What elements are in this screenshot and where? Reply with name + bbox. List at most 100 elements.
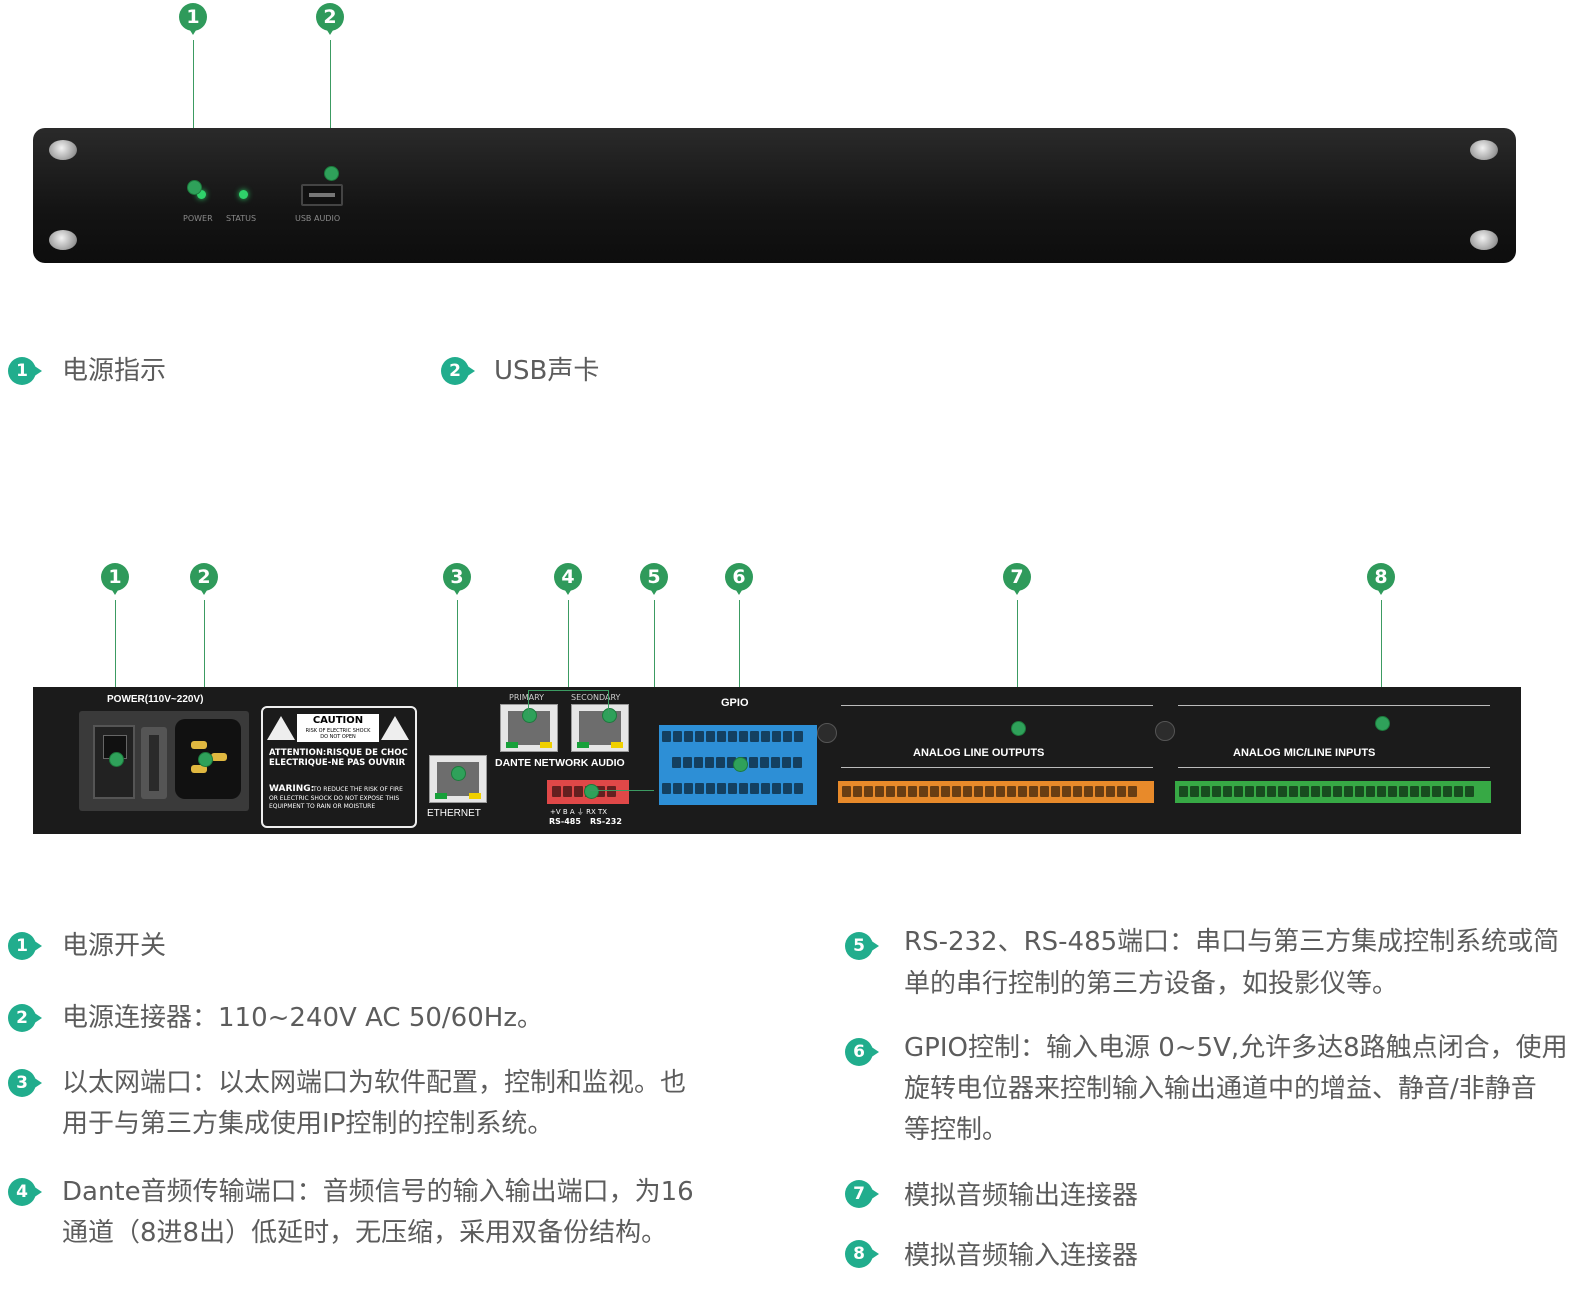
rear-legend-text-6-line-2: 旋转电位器来控制输入输出通道中的增益、静音/非静音 [904,1074,1537,1104]
rear-marker-4: 4 [554,563,582,595]
usb-audio-label: USB AUDIO [295,214,341,223]
rear-callout-dot-5 [584,784,599,799]
ethernet-label: ETHERNET [427,808,481,819]
power-module [79,711,249,811]
rear-legend-text-6-line-3: 等控制。 [904,1115,1009,1145]
exclamation-warning-icon [381,716,409,740]
rear-legend-text-3-line-1: 以太网端口：以太网端口为软件配置，控制和监视。也 [62,1068,687,1098]
front-callout-dot-2 [324,166,339,181]
caution-sub1: RISK OF ELECTRIC SHOCK [305,728,371,734]
output-channel-bracket-bottom [841,767,1153,778]
rear-leader-line-4 [568,600,569,690]
power-led [197,190,206,199]
front-legend-text-1: 电源指示 [62,356,167,386]
caution-sub2: DO NOT OPEN [320,734,356,740]
rear-marker-3: 3 [443,563,471,595]
rear-legend-badge-4: 4 [8,1178,46,1208]
usb-port[interactable] [301,184,343,206]
rear-legend-badge-6: 6 [845,1038,883,1068]
rear-marker-7: 7 [1003,563,1031,595]
attention-line-1: ATTENTION:RISQUE DE CHOC [269,748,408,758]
inputs-label: ANALOG MIC/LINE INPUTS [1233,747,1376,759]
rear-callout-dot-3 [451,766,466,781]
front-marker-1-number: 1 [179,3,207,31]
rear-legend-badge-7: 7 [845,1180,883,1210]
gpio-label: GPIO [721,697,749,709]
rear-panel: POWER(110V~220V) CAUTION RISK OF ELECTRI… [33,687,1521,834]
warning-line-3: EQUIPMENT TO RAIN OR MOISTURE [269,803,376,810]
dante-secondary-port[interactable] [571,704,629,752]
front-legend-badge-1: 1 [8,357,46,387]
screw-icon [1155,721,1175,741]
fuse-holder [141,727,167,799]
rear-legend-text-4-line-1: Dante音频传输端口：音频信号的输入输出端口，为16 [62,1177,694,1207]
front-leader-line-2 [330,40,331,172]
screw-icon [49,230,77,250]
rs232-label: RS-232 [590,817,622,826]
rear-legend-text-7: 模拟音频输出连接器 [904,1181,1139,1211]
warning-head: WARING: [269,784,315,794]
caution-title: CAUTION [312,715,364,726]
rear-marker-5: 5 [640,563,668,595]
rear-callout-dot-4a [522,708,537,723]
lightning-warning-icon [267,716,295,740]
outputs-label: ANALOG LINE OUTPUTS [913,747,1045,759]
power-label: POWER [183,214,213,223]
screw-icon [49,140,77,160]
output-channel-bracket-top [841,705,1153,716]
rear-callout-dot-8 [1375,716,1390,731]
rs485-label: RS-485 [549,817,581,826]
rear-marker-1: 1 [101,563,129,595]
rear-leader-line-6 [739,600,740,763]
attention-line-2: ELECTRIQUE-NE PAS OUVRIR [269,758,406,768]
rear-legend-badge-8: 8 [845,1240,883,1270]
warning-line-2: OR ELECTRIC SHOCK DO NOT EXPOSE THIS [269,795,400,802]
rear-marker-6: 6 [725,563,753,595]
input-channel-bracket-top [1178,705,1490,716]
rear-marker-8: 8 [1367,563,1395,595]
rear-leader-line-8 [1381,600,1382,722]
front-legend-text-2: USB声卡 [494,356,600,386]
rear-leader-line-2 [204,600,205,758]
rear-leader-line-3 [457,600,458,772]
rear-marker-2: 2 [190,563,218,595]
dante-bracket-line [528,690,608,691]
front-marker-2-number: 2 [316,3,344,31]
power-input-label: POWER(110V~220V) [107,694,204,705]
rear-legend-badge-5: 5 [845,932,883,962]
rear-callout-dot-1 [109,752,124,767]
output-terminal-block[interactable] [838,781,1154,803]
input-channel-bracket-bottom [1178,767,1490,778]
front-callout-dot-1 [187,180,202,195]
rear-leader-line-1 [115,600,116,758]
secondary-label: SECONDARY [571,693,621,702]
power-switch[interactable] [93,725,135,799]
status-label: STATUS [226,214,257,223]
rear-legend-badge-2: 2 [8,1004,46,1034]
screw-icon [1470,230,1498,250]
serial-pins-label: +V B A ⏚ RX TX [550,808,608,816]
rear-callout-dot-2 [198,752,213,767]
rear-legend-badge-3: 3 [8,1069,46,1099]
rear-legend-text-5-line-2: 单的串行控制的第三方设备，如投影仪等。 [904,969,1399,999]
rear-legend-text-3-line-2: 用于与第三方集成使用IP控制的控制系统。 [62,1109,554,1139]
primary-label: PRIMARY [509,693,545,702]
rear-legend-text-6-line-1: GPIO控制：输入电源 0~5V,允许多达8路触点闭合，使用 [904,1033,1568,1063]
rear-legend-text-2: 电源连接器：110~240V AC 50/60Hz。 [62,1003,543,1033]
rear-legend-badge-1: 1 [8,932,46,962]
front-legend-badge-2: 2 [441,357,479,387]
rear-legend-text-5-line-1: RS-232、RS-485端口：串口与第三方集成控制系统或简 [904,927,1560,957]
rear-legend-text-4-line-2: 通道（8进8出）低延时，无压缩，采用双备份结构。 [62,1218,668,1248]
front-marker-1: 1 [179,3,207,35]
screw-icon [817,723,837,743]
front-marker-2: 2 [316,3,344,35]
input-terminal-block[interactable] [1175,781,1491,803]
warning-line-1: TO REDUCE THE RISK OF FIRE [313,786,403,793]
front-leader-line-1 [193,40,194,186]
status-led [239,190,248,199]
dante-label: DANTE NETWORK AUDIO [495,757,625,769]
rear-callout-dot-4b [602,708,617,723]
screw-icon [1470,140,1498,160]
rear-legend-text-1: 电源开关 [62,931,167,961]
rear-legend-text-8: 模拟音频输入连接器 [904,1241,1139,1271]
